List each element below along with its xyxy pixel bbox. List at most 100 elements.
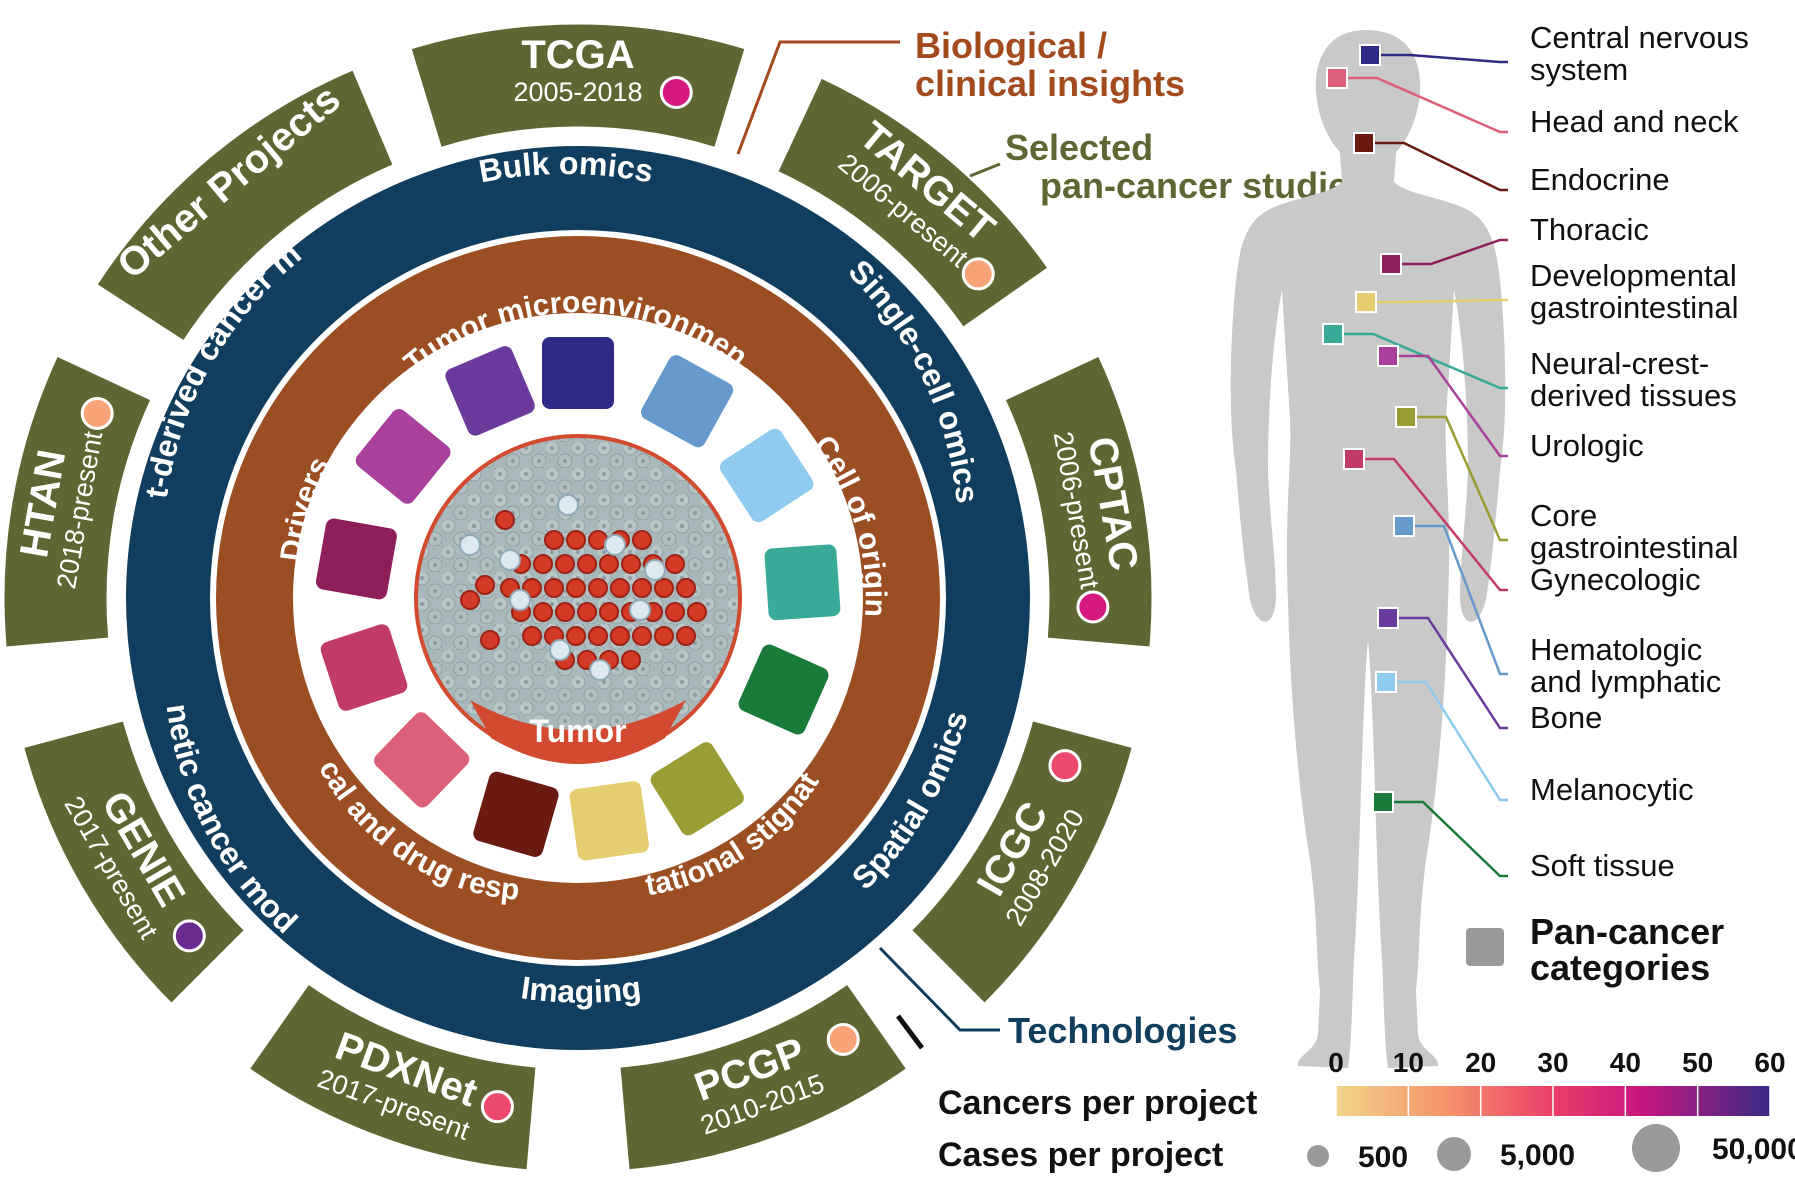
tumor-cell [632, 578, 652, 598]
cancer-category-tile [374, 712, 470, 808]
category-leader-line [1341, 332, 1508, 390]
tumor-cell [676, 626, 696, 646]
project-cancers-dot [826, 1022, 860, 1056]
category-marker [1343, 448, 1365, 470]
cancer-category-tile [650, 742, 744, 836]
tumor-label: Tumor [529, 713, 626, 749]
cancer-category-tile [641, 355, 734, 448]
body-category-gynecologic: Gynecologic [1343, 448, 1701, 597]
tumor-cell [665, 602, 685, 622]
tumor-cell [577, 602, 597, 622]
immune-cell [557, 494, 579, 516]
body-category-neural-crest-derived-tissues: Neural-crest-derived tissues [1322, 323, 1737, 413]
legend-pointer [896, 1014, 924, 1050]
colorbar-tick-label: 20 [1465, 1047, 1496, 1078]
colorbar-tick-label: 50 [1682, 1047, 1713, 1078]
tumor-cell [566, 626, 586, 646]
category-marker [1326, 67, 1348, 89]
category-marker [1355, 291, 1377, 313]
legend-cases-per-project: Cases per project [938, 1136, 1223, 1174]
legend-cancers-per-project: Cancers per project [938, 1084, 1257, 1122]
category-leader-line [1412, 524, 1508, 676]
tumor-cell [632, 626, 652, 646]
tumor-cell [555, 554, 575, 574]
tumor-cell [676, 578, 696, 598]
size-legend-circle [1437, 1137, 1471, 1171]
body-category-head-and-neck: Head and neck [1326, 67, 1739, 139]
category-leader-line [1391, 800, 1508, 878]
project-cancers-dot [1048, 749, 1082, 783]
category-marker [1393, 515, 1415, 537]
cancer-category-tile [569, 781, 649, 861]
tumor-cell [687, 602, 707, 622]
body-category-melanocytic: Melanocytic [1375, 671, 1694, 807]
tumor-cells-icon [459, 494, 707, 681]
size-legend-label: 5,000 [1500, 1139, 1575, 1172]
tumor-cell [544, 530, 564, 550]
tech-imaging: Imaging [519, 969, 643, 1009]
category-marker [1395, 406, 1417, 428]
immune-cell [644, 559, 666, 581]
immune-cell [589, 659, 611, 681]
project-cancers-dot [172, 919, 206, 953]
tumor-cell [460, 590, 480, 610]
tumor-cell [610, 626, 630, 646]
tumor-cell [577, 554, 597, 574]
category-leader-line [1396, 616, 1508, 730]
category-label: Neural-crest-derived tissues [1530, 346, 1737, 413]
tumor-cell [475, 575, 495, 595]
cancer-category-tile [738, 644, 829, 735]
category-leader-line [1345, 76, 1508, 134]
category-marker [1375, 671, 1397, 693]
project-cancers-dot [961, 257, 995, 291]
tumor-cell [495, 510, 515, 530]
category-marker [1322, 323, 1344, 345]
human-body-figure [1230, 30, 1506, 1068]
category-leader-line [1378, 53, 1508, 64]
category-marker [1377, 607, 1399, 629]
tumor-cell [522, 626, 542, 646]
biological-callout-line [736, 40, 900, 155]
legend-pan-cancer-line-2: categories [1530, 947, 1710, 988]
colorbar-tick-label: 0 [1328, 1047, 1344, 1078]
tumor-cell [533, 554, 553, 574]
category-leader-line [1362, 457, 1508, 592]
category-label: Soft tissue [1530, 848, 1675, 883]
immune-cell [459, 534, 481, 556]
technologies-callout-line [878, 946, 1000, 1032]
body-category-urologic: Urologic [1377, 345, 1644, 463]
pan-cancer-legend-swatch [1466, 928, 1504, 966]
cancer-category-tile [315, 518, 397, 600]
tumor-cell [480, 630, 500, 650]
category-leader-line [1399, 238, 1508, 266]
immune-cell [509, 589, 531, 611]
tumor-cell [599, 602, 619, 622]
category-label: Endocrine [1530, 162, 1670, 197]
colorbar-tick-label: 10 [1393, 1047, 1424, 1078]
category-leader-line [1394, 680, 1508, 802]
immune-cell [629, 599, 651, 621]
tumor-cell [599, 554, 619, 574]
category-label: Melanocytic [1530, 772, 1694, 807]
project-cancers-dot [659, 75, 693, 109]
size-legend-label: 500 [1358, 1141, 1408, 1174]
immune-cell [499, 549, 521, 571]
category-marker [1377, 345, 1399, 367]
colorbar-tick-label: 40 [1610, 1047, 1641, 1078]
callout-biological: Biological /clinical insights [915, 25, 1185, 104]
cancer-category-tile [320, 624, 408, 711]
colorbar-tick-label: 30 [1537, 1047, 1568, 1078]
immune-cell [604, 534, 626, 556]
size-legend-circle [1632, 1124, 1680, 1172]
